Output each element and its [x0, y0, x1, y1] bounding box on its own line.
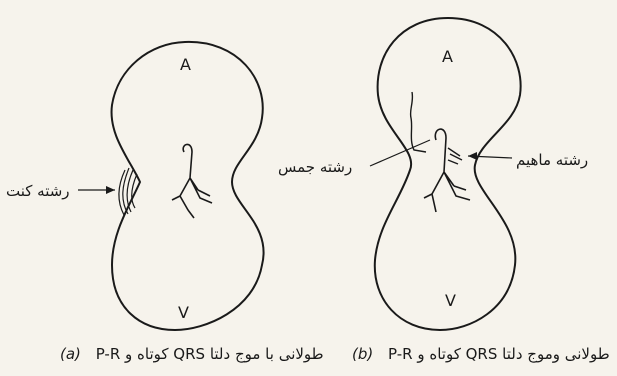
conduction-system-a — [172, 144, 212, 218]
mahaim-fibers — [448, 148, 462, 164]
mahaim-fibers-label: رشته ماهیم — [516, 151, 588, 169]
conduction-system-b — [424, 129, 470, 212]
caption-b-tag: (b) — [352, 345, 373, 363]
chamber-v-label: V — [178, 303, 189, 322]
caption-b-text: P-R کوتاه و QRS طولانی وموج دلتا — [388, 345, 610, 363]
arrow-head-b — [468, 152, 477, 160]
james-tract-label: رشته جمس — [278, 158, 352, 176]
caption-b: (b) P-R کوتاه و QRS طولانی وموج دلتا — [352, 345, 610, 363]
caption-a-text: P-R کوتاه و QRS طولانی با موج دلتا — [96, 345, 324, 363]
arrow-head-a — [106, 186, 115, 194]
chamber-a-label: A — [180, 55, 191, 74]
chamber-a-label-b: A — [442, 47, 453, 66]
caption-a-tag: (a) — [60, 345, 81, 363]
chamber-v-label-b: V — [445, 291, 456, 310]
heart-outline-a — [112, 42, 264, 330]
james-pointer — [370, 140, 430, 166]
figure-b: A V رشته جمس رشته ماهیم — [278, 18, 588, 330]
caption-a: (a) P-R کوتاه و QRS طولانی با موج دلتا — [60, 345, 324, 363]
kent-pathway-label: رشته کنت — [6, 182, 70, 200]
figure-a: A V رشته کنت — [6, 42, 264, 330]
